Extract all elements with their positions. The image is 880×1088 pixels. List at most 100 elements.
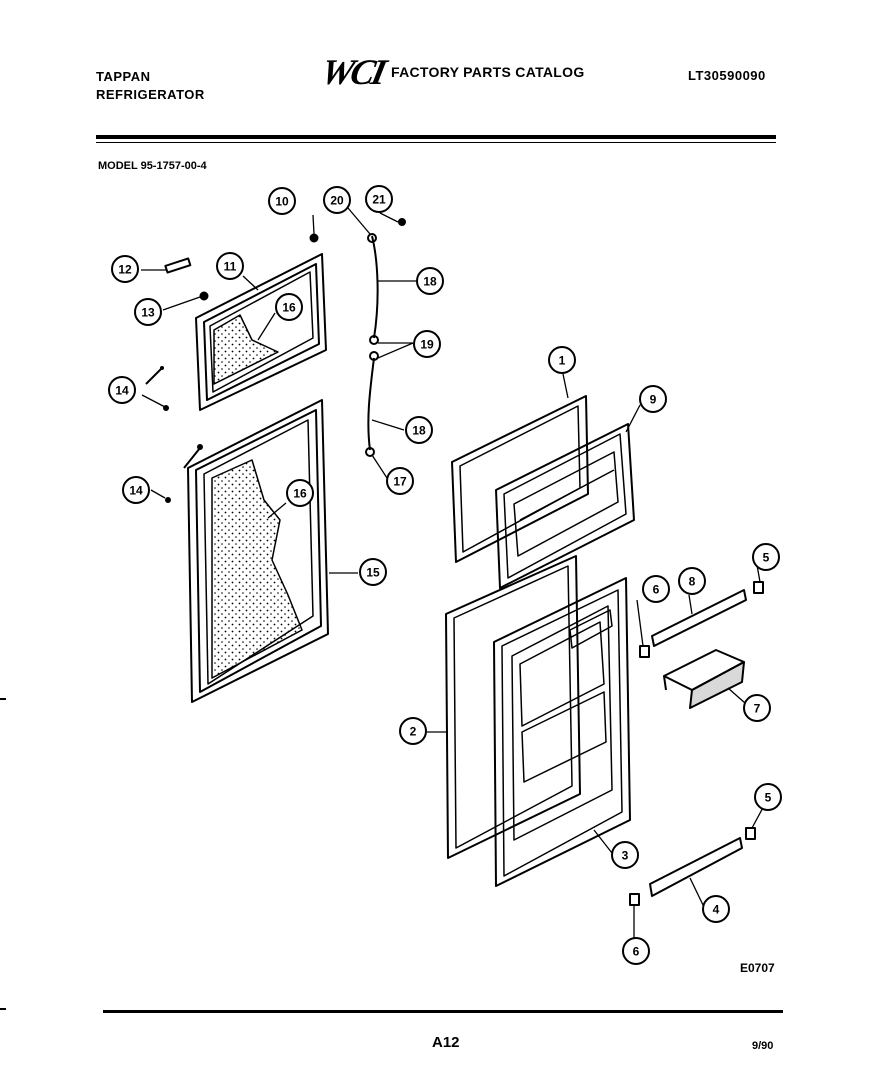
callout-circle (622, 937, 650, 965)
callout-circle (678, 567, 706, 595)
callout-label: 9 (650, 393, 657, 407)
part-callout-c10: 10 (268, 187, 296, 215)
butter-compartment (663, 649, 745, 709)
part-callout-c21: 21 (365, 185, 393, 213)
callout-circle (405, 416, 433, 444)
callout-circle (365, 185, 393, 213)
callout-circle (642, 575, 670, 603)
model-number: MODEL 95-1757-00-4 (98, 160, 207, 172)
end-cap-5a (753, 581, 764, 594)
part-callout-c12: 12 (111, 255, 139, 283)
screw-21 (398, 218, 406, 226)
edge-tick (0, 1008, 6, 1010)
callout-label: 8 (689, 575, 696, 589)
part-callout-c9: 9 (639, 385, 667, 413)
part-callout-c2: 2 (399, 717, 427, 745)
part-callout-c6b: 6 (622, 937, 650, 965)
callout-circle (386, 467, 414, 495)
part-callout-c15: 15 (359, 558, 387, 586)
callout-circle (743, 694, 771, 722)
callout-label: 13 (141, 306, 155, 320)
fresh-food-insulation (211, 459, 303, 679)
page-number: A12 (432, 1034, 460, 1051)
callout-circle (754, 783, 782, 811)
callout-label: 2 (410, 725, 417, 739)
callout-circle (275, 293, 303, 321)
callout-label: 6 (653, 583, 660, 597)
part-callout-c17: 17 (386, 467, 414, 495)
callout-circle (323, 186, 351, 214)
callout-circle (611, 841, 639, 869)
part-callout-c4: 4 (702, 895, 730, 923)
callout-label: 5 (763, 551, 770, 565)
callout-label: 6 (633, 945, 640, 959)
callout-label: 4 (713, 903, 720, 917)
callout-label: 10 (275, 195, 289, 209)
part-callout-c5b: 5 (754, 783, 782, 811)
freezer-door (495, 423, 635, 589)
freezer-door-liner (195, 253, 327, 411)
diagram-code: E0707 (740, 961, 775, 975)
callout-label: 16 (282, 301, 296, 315)
callout-label: 17 (393, 475, 407, 489)
part-callout-c20: 20 (323, 186, 351, 214)
door-shelf-bar-lower (649, 837, 743, 897)
door-shelf-bar-upper (651, 589, 747, 647)
part-callout-c5a: 5 (752, 543, 780, 571)
part-callout-c14a: 14 (108, 376, 136, 404)
part-callout-c1: 1 (548, 346, 576, 374)
part-callout-c7: 7 (743, 694, 771, 722)
fresh-food-door (493, 577, 631, 887)
footer-rule (103, 1010, 783, 1013)
callout-label: 21 (372, 193, 386, 207)
end-cap-5b (745, 827, 756, 840)
callout-circle (399, 717, 427, 745)
callout-circle (548, 346, 576, 374)
callout-label: 5 (765, 791, 772, 805)
part-callout-c11: 11 (216, 252, 244, 280)
pin-14b (183, 447, 201, 469)
callout-label: 15 (366, 566, 380, 580)
callout-label: 14 (115, 384, 129, 398)
callout-circle (268, 187, 296, 215)
callout-circle (752, 543, 780, 571)
product-type: REFRIGERATOR (96, 87, 205, 102)
end-cap-6a (639, 645, 650, 658)
callout-circle (416, 267, 444, 295)
fresh-food-door-gasket (445, 555, 581, 859)
part-callout-c16a: 16 (275, 293, 303, 321)
header-rule (96, 135, 776, 139)
brand-name: TAPPAN (96, 69, 151, 84)
callout-label: 1 (559, 354, 566, 368)
part-callout-c18b: 18 (405, 416, 433, 444)
callout-label: 18 (423, 275, 437, 289)
callout-label: 11 (224, 260, 237, 274)
callout-circle (108, 376, 136, 404)
part-callout-c6a: 6 (642, 575, 670, 603)
freezer-insulation (213, 314, 279, 385)
hinge-lower (365, 351, 379, 457)
callout-circle (413, 330, 441, 358)
callout-circle (134, 298, 162, 326)
callout-label: 14 (129, 484, 143, 498)
end-cap-6b (629, 893, 640, 906)
part-callout-c8: 8 (678, 567, 706, 595)
part-callout-c14b: 14 (122, 476, 150, 504)
edge-tick (0, 698, 6, 700)
part-callout-c3: 3 (611, 841, 639, 869)
catalog-header: WCI FACTORY PARTS CATALOG (318, 52, 585, 92)
callout-circle (639, 385, 667, 413)
catalog-title: FACTORY PARTS CATALOG (391, 64, 585, 80)
catalog-date: 9/90 (752, 1040, 774, 1052)
callout-label: 19 (420, 338, 434, 352)
callout-circle (122, 476, 150, 504)
pin-14a (145, 367, 163, 385)
callout-label: 7 (754, 702, 761, 716)
part-callout-c18a: 18 (416, 267, 444, 295)
header-rule-thin (96, 142, 776, 143)
hinge-upper (367, 233, 379, 345)
callout-circle (216, 252, 244, 280)
callout-circle (111, 255, 139, 283)
part-callout-c16b: 16 (286, 479, 314, 507)
